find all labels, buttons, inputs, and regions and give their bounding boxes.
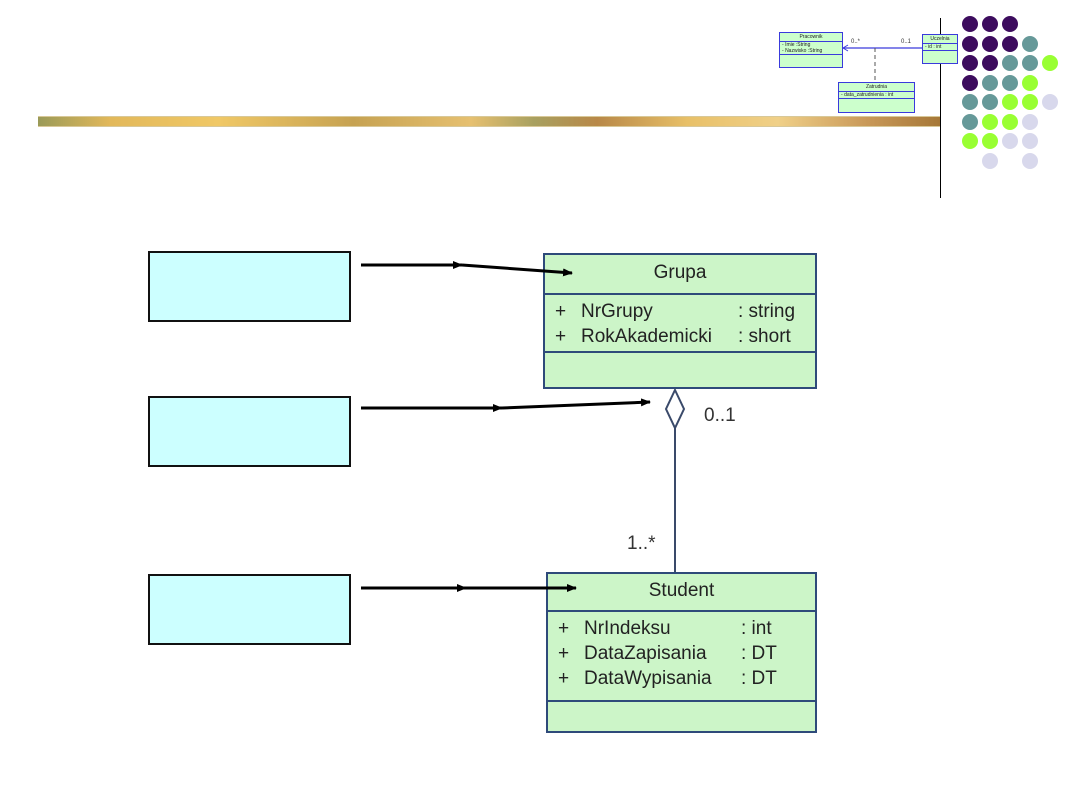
mini-attribute: - Nazwisko :String: [780, 48, 842, 54]
mini-vis: -: [841, 92, 843, 98]
attribute-row: + RokAkademicki : short: [555, 324, 815, 349]
mini-attr-type: :String: [807, 48, 823, 54]
mini-attr-type: : int: [885, 92, 894, 98]
attribute-row: + NrIndeksu : int: [558, 616, 815, 641]
attribute-row: + DataZapisania : DT: [558, 641, 815, 666]
mini-attr-name: id: [928, 44, 932, 50]
multiplicity-whole: 0..1: [704, 405, 736, 426]
attribute-name: NrGrupy: [581, 301, 653, 322]
uml-class-grupa: Grupa + NrGrupy : string + RokAkademicki…: [543, 253, 817, 389]
visibility: +: [558, 643, 570, 664]
decorative-dot: [1022, 113, 1038, 130]
mini-connectors: [842, 44, 922, 82]
decorative-dot: [1042, 55, 1058, 71]
decorative-dot: [982, 55, 998, 71]
label-box-student[interactable]: [148, 574, 351, 645]
attribute-name: RokAkademicki: [581, 326, 712, 347]
decorative-dot: [1002, 113, 1018, 130]
mini-class-name: Uczelnia: [923, 35, 957, 44]
mini-attr-name: Nazwisko: [785, 48, 807, 54]
decorative-dot: [962, 74, 978, 91]
visibility: +: [555, 326, 567, 347]
attribute-name: DataWypisania: [584, 668, 712, 689]
visibility: +: [558, 668, 570, 689]
decorative-dot: [1022, 35, 1038, 52]
multiplicity-part: 1..*: [627, 533, 656, 554]
attribute-type: : DT: [741, 668, 777, 689]
attribute-type: : int: [741, 618, 772, 639]
uml-class-student: Student + NrIndeksu : int + DataZapisani…: [546, 572, 817, 733]
mini-attr-name: Imie: [785, 42, 795, 48]
arrow-to-grupa: [361, 261, 573, 277]
visibility: +: [555, 301, 567, 322]
decorative-dot: [962, 55, 978, 71]
mini-vis: -: [925, 44, 927, 50]
mini-attribute: - Imie :String: [780, 42, 842, 48]
decorative-dot: [962, 35, 978, 52]
decorative-dot: [962, 16, 978, 32]
mini-attr-type: : int: [933, 44, 942, 50]
header-vertical-divider: [940, 18, 941, 198]
mini-separator: [839, 98, 914, 99]
decorative-dot: [1042, 94, 1058, 110]
visibility: +: [558, 618, 570, 639]
mini-attr-name: data_zatrudnienia: [844, 92, 884, 98]
decorative-dot: [1002, 74, 1018, 91]
mini-class-pracownik: Pracownik - Imie :String - Nazwisko :Str…: [779, 32, 843, 68]
mini-separator: [923, 50, 957, 51]
decorative-dot: [962, 94, 978, 110]
attribute-row: + DataWypisania : DT: [558, 666, 815, 691]
decorative-dot: [1022, 55, 1038, 71]
class-name: Grupa: [545, 255, 815, 295]
mini-class-zatrudnia: Zatrudnia - data_zatrudnienia : int: [838, 82, 915, 113]
decorative-dot: [1022, 74, 1038, 91]
decorative-dot: [1022, 152, 1038, 169]
decorative-dot: [1002, 16, 1018, 32]
mini-arrowhead: [842, 44, 849, 52]
attribute-compartment: + NrIndeksu : int + DataZapisania : DT +…: [548, 612, 815, 702]
attribute-row: + NrGrupy : string: [555, 299, 815, 324]
decorative-dot: [982, 35, 998, 52]
attribute-type: : string: [738, 301, 796, 322]
decorative-dot: [982, 74, 998, 91]
mini-separator: [780, 54, 842, 55]
decorative-dot: [982, 16, 998, 32]
decorative-dot: [1022, 133, 1038, 149]
header-decorative-bar: [38, 116, 940, 127]
decorative-dot: [1002, 35, 1018, 52]
mini-attribute: - id : int: [923, 44, 957, 50]
label-box-class[interactable]: [148, 251, 351, 322]
decorative-dot: [962, 113, 978, 130]
decorative-dot: [982, 133, 998, 149]
mini-class-uczelnia: Uczelnia - id : int: [922, 34, 958, 64]
mini-attr-type: :String: [795, 42, 811, 48]
mini-multiplicity-right: 0..1: [901, 39, 912, 45]
attribute-type: : short: [738, 326, 791, 347]
mini-class-name: Pracownik: [780, 33, 842, 42]
decorative-dot: [962, 133, 978, 149]
decorative-dot: [1002, 94, 1018, 110]
decorative-dot: [982, 94, 998, 110]
decorative-dot: [982, 152, 998, 169]
mini-class-name: Zatrudnia: [839, 83, 914, 92]
attribute-type: : DT: [741, 643, 777, 664]
mini-vis: -: [782, 48, 784, 54]
class-name: Student: [548, 574, 815, 612]
attribute-name: NrIndeksu: [584, 618, 671, 639]
label-box-aggregation[interactable]: [148, 396, 351, 467]
decorative-dot: [1002, 55, 1018, 71]
decorative-dot: [982, 113, 998, 130]
aggregation-diamond-icon: [664, 387, 686, 431]
decorative-dot: [1022, 94, 1038, 110]
mini-vis: -: [782, 42, 784, 48]
mini-attribute: - data_zatrudnienia : int: [839, 92, 914, 98]
arrow-to-aggregation: [361, 398, 651, 412]
attribute-name: DataZapisania: [584, 643, 707, 664]
decorative-dot: [1002, 133, 1018, 149]
mini-multiplicity-left: 0..*: [851, 39, 861, 45]
attribute-compartment: + NrGrupy : string + RokAkademicki : sho…: [545, 295, 815, 353]
